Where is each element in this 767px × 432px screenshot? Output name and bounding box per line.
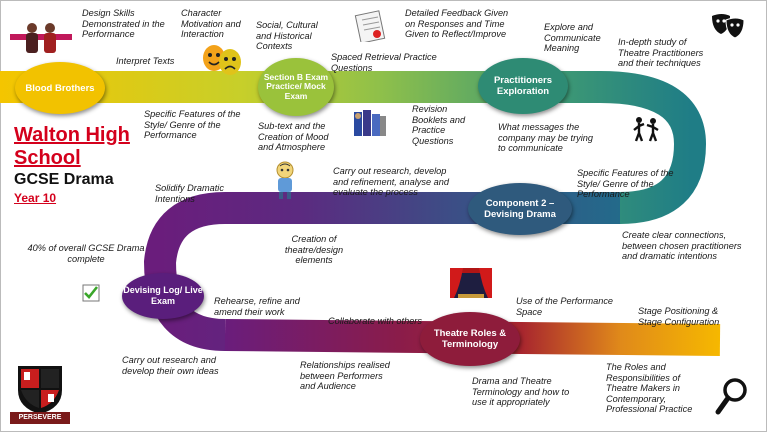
stage-curtains-icon <box>450 268 492 298</box>
label-use-performance-space: Use of the Performance Space <box>516 296 614 317</box>
label-drama-terminology: Drama and Theatre Terminology and how to… <box>472 376 570 407</box>
theatre-masks-icon <box>203 45 241 75</box>
actors-icon <box>633 117 659 142</box>
label-detailed-feedback: Detailed Feedback Given on Responses and… <box>405 8 509 39</box>
node-practitioners-exploration: Practitioners Exploration <box>478 58 568 114</box>
thinking-figure-icon <box>276 161 294 199</box>
comedy-tragedy-masks-icon <box>712 14 745 39</box>
label-specific-features-2: Specific Features of the Style/ Genre of… <box>577 168 674 199</box>
label-carry-out-research-1: Carry out research, develop and refineme… <box>333 166 449 197</box>
road-top <box>0 71 707 224</box>
node-section-b-exam: Section B Exam Practice/ Mock Exam <box>258 58 334 116</box>
label-specific-features-1: Specific Features of the Style/ Genre of… <box>144 109 241 140</box>
label-40-percent: 40% of overall GCSE Drama complete <box>27 243 145 264</box>
label-rehearse: Rehearse, refine and amend their work <box>214 296 300 317</box>
label-revision-booklets: Revision Booklets and Practice Questions <box>412 104 466 146</box>
label-interpret-texts: Interpret Texts <box>116 56 175 66</box>
magnifying-glass-icon <box>715 378 747 415</box>
school-name-line2: School <box>14 147 81 169</box>
node-component-2-devising: Component 2 – Devising Drama <box>468 183 572 235</box>
label-spaced-retrieval: Spaced Retrieval Practice Questions <box>331 52 437 73</box>
label-subtext: Sub-text and the Creation of Mood and At… <box>258 121 329 152</box>
label-solidify: Solidify Dramatic Intentions <box>155 183 224 204</box>
node-theatre-roles-terminology: Theatre Roles & Terminology <box>420 312 520 366</box>
label-stage-positioning: Stage Positioning & Stage Configuration <box>638 306 720 327</box>
label-create-connections: Create clear connections, between chosen… <box>622 230 742 261</box>
label-social-cultural: Social, Cultural and Historical Contexts <box>256 20 318 51</box>
label-explore-communicate: Explore and Communicate Meaning <box>544 22 601 53</box>
label-indepth-study: In-depth study of Theatre Practitioners … <box>618 37 704 68</box>
subject-title: GCSE Drama <box>14 171 114 188</box>
crest-shield <box>18 366 62 414</box>
checkmark-icon <box>82 284 100 302</box>
year-label: Year 10 <box>14 191 57 205</box>
node-blood-brothers: Blood Brothers <box>15 62 105 114</box>
document-icon <box>354 10 386 42</box>
label-character-motivation: Character Motivation and Interaction <box>181 8 241 39</box>
label-carry-out-research-2: Carry out research and develop their own… <box>122 355 219 376</box>
label-roles-responsibilities: The Roles and Responsibilities of Theatr… <box>606 362 693 414</box>
crest-motto: PERSEVERE <box>10 412 70 424</box>
school-crest-icon: PERSEVERE <box>10 364 70 426</box>
label-collaborate: Collaborate with others <box>328 316 422 326</box>
label-creation-design: Creation of theatre/design elements <box>284 234 344 265</box>
people-icon <box>10 23 72 53</box>
books-icon <box>354 110 386 136</box>
label-design-skills: Design Skills Demonstrated in the Perfor… <box>82 8 165 39</box>
school-name-line1: Walton High <box>14 124 130 146</box>
road-middle <box>143 192 620 351</box>
label-what-messages: What messages the company may be trying … <box>498 122 593 153</box>
node-devising-log-live-exam: Devising Log/ Live Exam <box>122 273 204 319</box>
label-relationships: Relationships realised between Performer… <box>300 360 390 391</box>
